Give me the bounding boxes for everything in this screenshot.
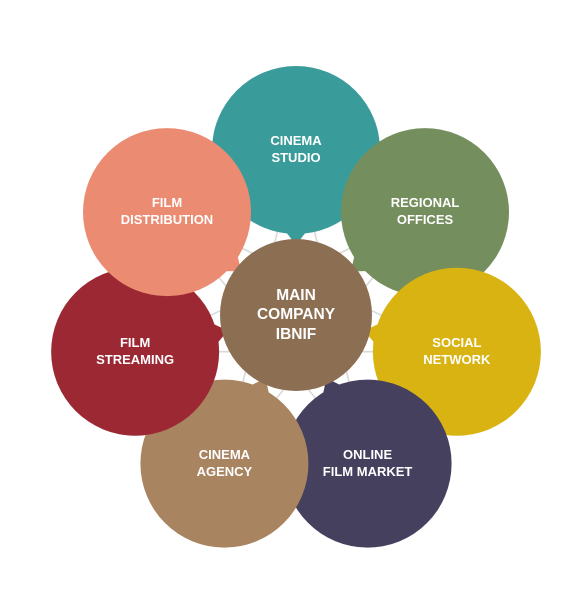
node-label-line: OFFICES [396,212,454,228]
node-label-cinema-agency: CINEMA AGENCY [197,447,253,481]
center-label: MAIN COMPANY IBNIF [257,286,335,344]
center-label-line: COMPANY [256,306,336,324]
center-label-line: IBNIF [275,325,317,343]
arrow-social-network [364,318,390,352]
node-label-line: CINEMA [198,446,251,462]
node-label-line: STREAMING [96,351,175,367]
node-label-cinema-studio: CINEMA STUDIO [270,133,321,167]
node-label-online-film-market: ONLINE FILM MARKET [323,447,413,481]
node-label-line: FILM MARKET [322,463,413,479]
node-circle-film-streaming [51,267,220,436]
node-circle-film-distribution [82,128,251,297]
arrow-film-distribution [213,244,242,272]
node-label-line: STUDIO [271,150,321,165]
node-label-film-distribution: FILM DISTRIBUTION [121,195,213,229]
node-label-line: NETWORK [423,351,491,367]
arrow-film-streaming [202,318,228,352]
node-label-regional-offices: REGIONAL OFFICES [391,195,460,229]
node-circle-social-network [372,267,541,436]
arrow-cinema-studio [279,223,313,245]
node-label-line: FILM [151,195,183,211]
node-label-line: DISTRIBUTION [120,212,214,228]
arrows [202,223,390,406]
node-label-line: CINEMA [270,133,322,149]
arrow-online-film-market [320,378,352,406]
node-label-line: REGIONAL [390,195,460,211]
outer-nodes [51,66,541,548]
node-circle-online-film-market [283,379,452,548]
center-node [220,239,372,391]
arrow-cinema-agency [240,378,272,406]
node-label-line: ONLINE [343,446,393,462]
node-label-film-streaming: FILM STREAMING [96,335,174,369]
arrow-regional-offices [350,244,379,272]
node-circle-cinema-studio [212,66,380,234]
node-circle-cinema-agency [140,379,309,548]
center-label-line: MAIN [276,286,316,304]
node-label-line: FILM [119,334,151,350]
node-label-social-network: SOCIAL NETWORK [423,335,490,369]
node-circle-regional-offices [341,128,510,297]
node-label-line: SOCIAL [432,334,482,350]
node-label-line: AGENCY [196,463,253,479]
